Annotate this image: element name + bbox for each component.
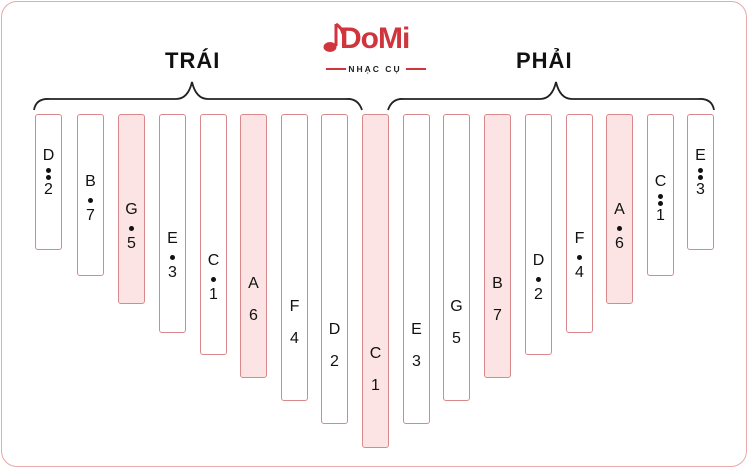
music-note-icon (323, 22, 344, 52)
tine-note: E (167, 230, 178, 247)
domi-logo: DoMi NHẠC CỤ (320, 20, 430, 82)
left-hand-heading: TRÁI (165, 48, 221, 73)
tine-note: F (289, 298, 300, 315)
tine-number: 2 (330, 353, 339, 370)
octave-dot (658, 201, 663, 206)
tine-note: C (207, 252, 220, 269)
octave-dot (698, 175, 703, 180)
tine-note: B (492, 275, 503, 292)
tine-note: C (654, 173, 667, 190)
tine-note: E (411, 321, 422, 338)
octave-dot (658, 194, 663, 199)
tine-number: 1 (371, 377, 380, 394)
octave-dot (536, 277, 541, 282)
right-hand-heading: PHẢI (516, 48, 573, 73)
tine-number: 4 (575, 264, 584, 281)
tine-note: D (42, 147, 55, 164)
tine-number: 4 (290, 330, 299, 347)
tine-number: 1 (209, 286, 218, 303)
tine-number: 7 (493, 307, 502, 324)
octave-dot (46, 175, 51, 180)
octave-dot (577, 255, 582, 260)
tine-number: 2 (44, 181, 53, 198)
tine-number: 7 (86, 207, 95, 224)
tine-note: D (532, 252, 545, 269)
logo-divider-left (326, 68, 346, 70)
tine-number: 5 (127, 235, 136, 252)
left-brace (33, 81, 363, 111)
octave-dot (129, 226, 134, 231)
tine-note: A (614, 201, 625, 218)
logo-subtitle: NHẠC CỤ (348, 64, 402, 74)
right-brace (387, 81, 715, 111)
tine-note: D (328, 321, 341, 338)
tine-number: 6 (249, 307, 258, 324)
octave-dot (46, 168, 51, 173)
tine-note: B (85, 173, 96, 190)
octave-dot (170, 255, 175, 260)
tine-number: 5 (452, 330, 461, 347)
tine-note: G (450, 298, 463, 315)
octave-dot (211, 277, 216, 282)
tine-number: 3 (412, 353, 421, 370)
logo-text: DoMi (340, 22, 410, 55)
tine-number: 3 (168, 264, 177, 281)
tine-number: 1 (656, 207, 665, 224)
tine-note: F (574, 230, 585, 247)
tine-note: G (125, 201, 138, 218)
octave-dot (617, 226, 622, 231)
logo-divider-right (406, 68, 426, 70)
tine-note: C (369, 345, 382, 362)
octave-dot (698, 168, 703, 173)
tine-number: 6 (615, 235, 624, 252)
tine-number: 2 (534, 286, 543, 303)
tine-note: E (695, 147, 706, 164)
tine-number: 3 (696, 181, 705, 198)
octave-dot (88, 198, 93, 203)
tine-note: A (248, 275, 259, 292)
